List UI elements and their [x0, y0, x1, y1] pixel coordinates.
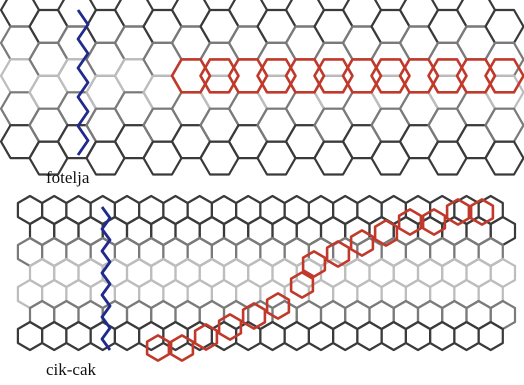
chiral-hexagon: [241, 302, 267, 330]
chiral-hexagon: [349, 229, 375, 257]
chiral-hexagon: [193, 323, 219, 351]
zigzag-label: cik-cak: [46, 360, 97, 379]
chiral-hexagon: [199, 58, 240, 94]
circumference-line: [76, 9, 90, 156]
lattice-hexagon: [40, 320, 68, 352]
chiral-hexagon: [484, 58, 524, 94]
lattice-hexagon: [332, 320, 359, 352]
lattice-hexagon: [429, 320, 456, 352]
zigzag-nanotube: [16, 194, 517, 362]
chiral-hexagon: [370, 58, 411, 94]
lattice-hexagon: [284, 0, 326, 28]
lattice-hexagon: [477, 320, 504, 352]
chiral-hexagon: [227, 58, 269, 94]
chiral-hexagon: [373, 219, 399, 247]
chiral-hexagon: [398, 58, 440, 94]
lattice-hexagon: [65, 320, 92, 352]
lattice-hexagon: [113, 320, 141, 352]
lattice-hexagon: [380, 320, 407, 352]
chiral-hexagon: [145, 334, 171, 362]
lattice-hexagon: [227, 0, 269, 28]
lattice-hexagon: [259, 320, 286, 352]
lattice-hexagon: [484, 107, 524, 143]
lattice-hexagon: [356, 320, 383, 352]
lattice-hexagon: [56, 0, 98, 28]
chiral-hexagon: [397, 208, 423, 236]
lattice-hexagon: [404, 320, 432, 352]
chiral-hexagon: [170, 58, 212, 94]
lattice-hexagon: [113, 0, 155, 28]
circumference-line: [100, 206, 112, 351]
lattice-hexagon: [455, 0, 497, 28]
lattice-hexagon: [170, 0, 212, 28]
chiral-hexagon: [265, 292, 291, 320]
chiral-hexagon: [445, 198, 471, 226]
armchair-nanotube: [0, 0, 524, 176]
lattice-hexagon: [16, 320, 44, 352]
chiral-hexagon: [217, 313, 243, 341]
chiral-hexagon: [341, 58, 383, 94]
lattice-hexagon: [283, 320, 310, 352]
chiral-hexagon: [421, 208, 447, 236]
lattice-hexagon: [484, 140, 524, 176]
chiral-hexagon: [469, 198, 495, 226]
chiral-hexagon: [313, 58, 354, 94]
lattice-hexagon: [341, 0, 383, 28]
lattice-hexagon: [453, 320, 480, 352]
chiral-hexagon: [427, 58, 468, 94]
chiral-hexagon: [325, 240, 351, 268]
chiral-hexagon: [169, 334, 195, 362]
lattice-hexagon: [398, 0, 440, 28]
armchair-label: fotelja: [46, 168, 90, 187]
chiral-hexagon: [289, 271, 315, 299]
lattice-hexagon: [307, 320, 335, 352]
lattice-hexagon: [0, 0, 41, 28]
chiral-hexagon: [301, 250, 327, 278]
lattice-hexagon: [484, 8, 524, 45]
chiral-hexagon: [284, 58, 326, 94]
chiral-hexagon: [256, 58, 297, 94]
chiral-hexagon: [455, 58, 497, 94]
